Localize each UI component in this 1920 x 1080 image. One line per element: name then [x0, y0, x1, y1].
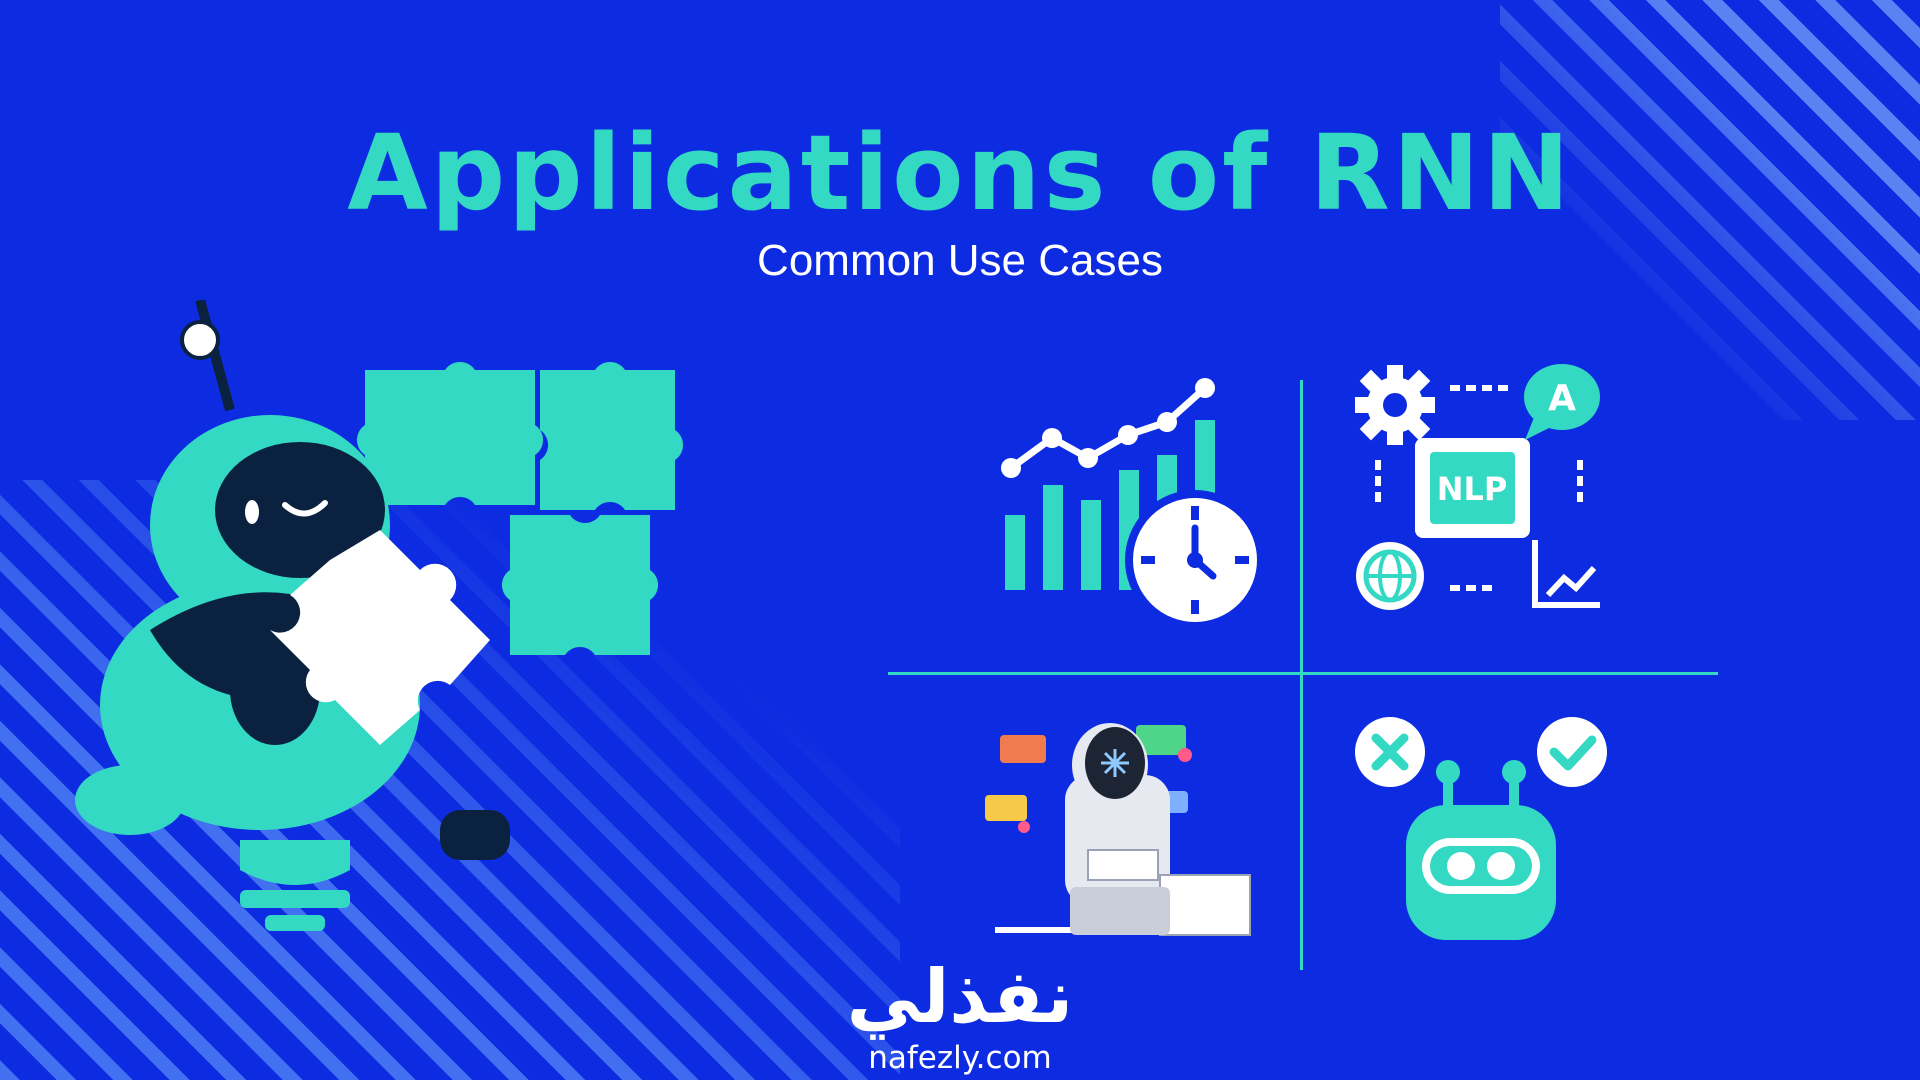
- quadrant-divider-horizontal: [888, 672, 1718, 675]
- globe-icon: [1356, 542, 1424, 610]
- puzzle-pieces-icon: [356, 361, 684, 655]
- hero-illustration: [75, 300, 684, 931]
- gear-icon: [1355, 365, 1435, 445]
- speech-bubble-icon: A: [1524, 364, 1600, 440]
- robot-mascot-icon: [75, 300, 510, 931]
- time-series-chart-icon: [1001, 378, 1265, 630]
- speech-bubble-label: A: [1548, 378, 1576, 419]
- cross-mark-icon: [1355, 717, 1425, 787]
- nlp-chip-icon: NLP A: [1355, 364, 1600, 610]
- brand-logo-arabic: نفذلي: [846, 954, 1074, 1040]
- brand-url: nafezly.com: [868, 1040, 1052, 1076]
- check-mark-icon: [1537, 717, 1607, 787]
- nlp-chip-label: NLP: [1437, 470, 1508, 508]
- page-title: Applications of RNN: [347, 112, 1573, 234]
- background-stripes-right: [1500, 0, 1920, 420]
- trend-chart-icon: [1532, 540, 1600, 608]
- page-subtitle: Common Use Cases: [757, 236, 1163, 285]
- robot-classification-icon: [1355, 717, 1607, 940]
- quadrant-divider-vertical: [1300, 380, 1303, 970]
- chatbot-assistant-icon: [985, 723, 1251, 936]
